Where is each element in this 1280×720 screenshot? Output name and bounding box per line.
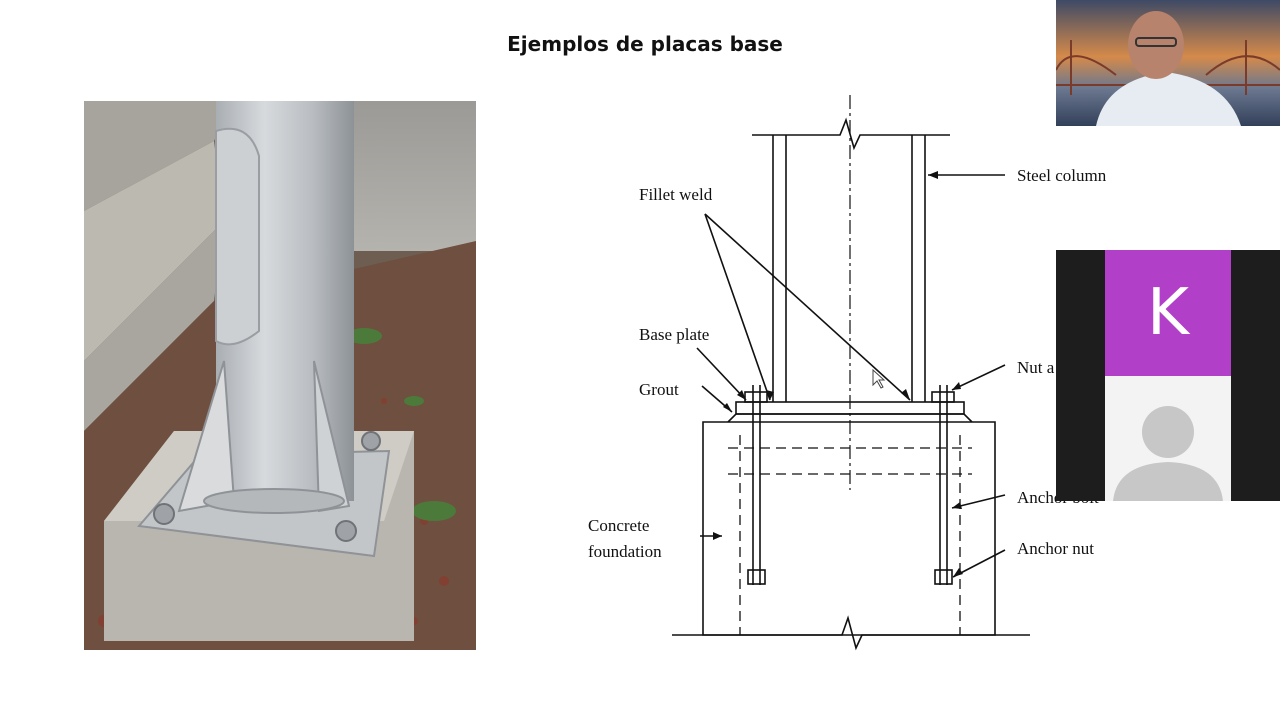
base-plate-photo: [84, 101, 476, 650]
slide-title: Ejemplos de placas base: [507, 32, 783, 56]
participant-initial-avatar: K: [1105, 250, 1231, 376]
label-grout: Grout: [639, 380, 679, 399]
label-steel-column: Steel column: [1017, 166, 1107, 185]
label-foundation: foundation: [588, 542, 662, 561]
presenter-video[interactable]: [1056, 0, 1280, 126]
column-base-diagram: Fillet weld Steel column Base plate Grou…: [560, 90, 1160, 660]
label-nut: Nut a: [1017, 358, 1055, 377]
default-avatar-icon: [1105, 376, 1231, 501]
participant-tile[interactable]: K: [1056, 250, 1280, 501]
label-anchor-nut: Anchor nut: [1017, 539, 1094, 558]
label-base-plate: Base plate: [639, 325, 709, 344]
label-fillet-weld: Fillet weld: [639, 185, 713, 204]
label-concrete: Concrete: [588, 516, 649, 535]
